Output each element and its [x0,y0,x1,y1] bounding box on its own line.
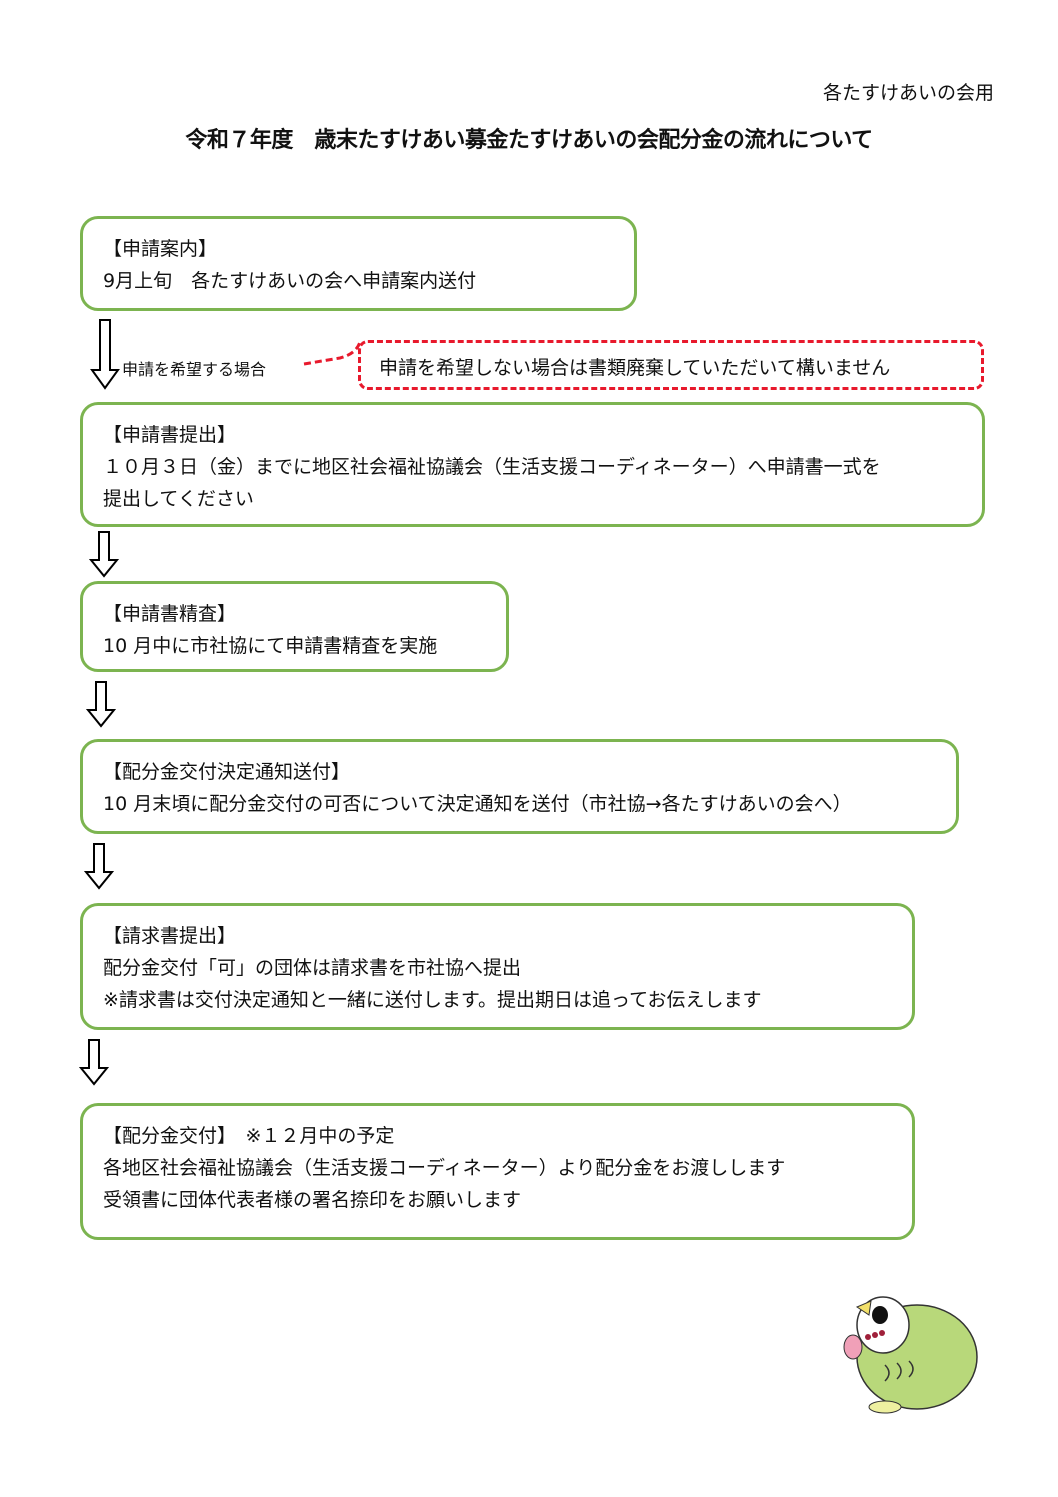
step-heading: 【申請案内】 [103,238,218,260]
step-review: 【申請書精査】 10 月中に市社協にて申請書精査を実施 [80,581,509,672]
step-heading: 【配分金交付決定通知送付】 [103,761,351,783]
callout-not-applying: 申請を希望しない場合は書類廃棄していただいて構いません [358,340,984,390]
step-payment: 【配分金交付】 ※１２月中の予定 各地区社会福祉協議会（生活支援コーディネーター… [80,1103,915,1240]
step-line: ※請求書は交付決定通知と一緒に送付します。提出期日は追ってお伝えします [103,989,762,1011]
page-title: 令和７年度 歳末たすけあい募金たすけあいの会配分金の流れについて [185,128,873,153]
audience-note: 各たすけあいの会用 [822,82,994,104]
step-line: 受領書に団体代表者様の署名捺印をお願いします [103,1189,522,1211]
step-invoice: 【請求書提出】 配分金交付「可」の団体は請求書を市社協へ提出 ※請求書は交付決定… [80,903,915,1030]
step-submit-application: 【申請書提出】 １０月３日（金）までに地区社会福祉協議会（生活支援コーディネータ… [80,402,985,527]
step-line: 配分金交付「可」の団体は請求書を市社協へ提出 [103,957,522,979]
step-line: 提出してください [103,488,254,510]
step-application-guide: 【申請案内】 9月上旬 各たすけあいの会へ申請案内送付 [80,216,637,311]
step-line: 9月上旬 各たすけあいの会へ申請案内送付 [103,270,477,292]
callout-connector [303,341,362,366]
step-heading: 【配分金交付】 ※１２月中の予定 [103,1125,395,1147]
down-arrow-icon [89,531,119,578]
step-line: 各地区社会福祉協議会（生活支援コーディネーター）より配分金をお渡しします [103,1157,786,1179]
down-arrow-icon [79,1039,109,1086]
step-heading: 【申請書提出】 [103,424,237,446]
down-arrow-icon [86,681,116,728]
down-arrow-icon [84,843,114,890]
owl-mascot-icon [843,1296,978,1414]
step-heading: 【申請書精査】 [103,603,237,625]
step-line: 10 月末頃に配分金交付の可否について決定通知を送付（市社協→各たすけあいの会へ… [103,793,852,815]
step-decision-notice: 【配分金交付決定通知送付】 10 月末頃に配分金交付の可否について決定通知を送付… [80,739,959,834]
step-line: 10 月中に市社協にて申請書精査を実施 [103,635,438,657]
step-line: １０月３日（金）までに地区社会福祉協議会（生活支援コーディネーター）へ申請書一式… [103,456,881,478]
branch-label: 申請を希望する場合 [122,360,267,379]
down-arrow-icon [90,319,120,390]
step-heading: 【請求書提出】 [103,925,237,947]
